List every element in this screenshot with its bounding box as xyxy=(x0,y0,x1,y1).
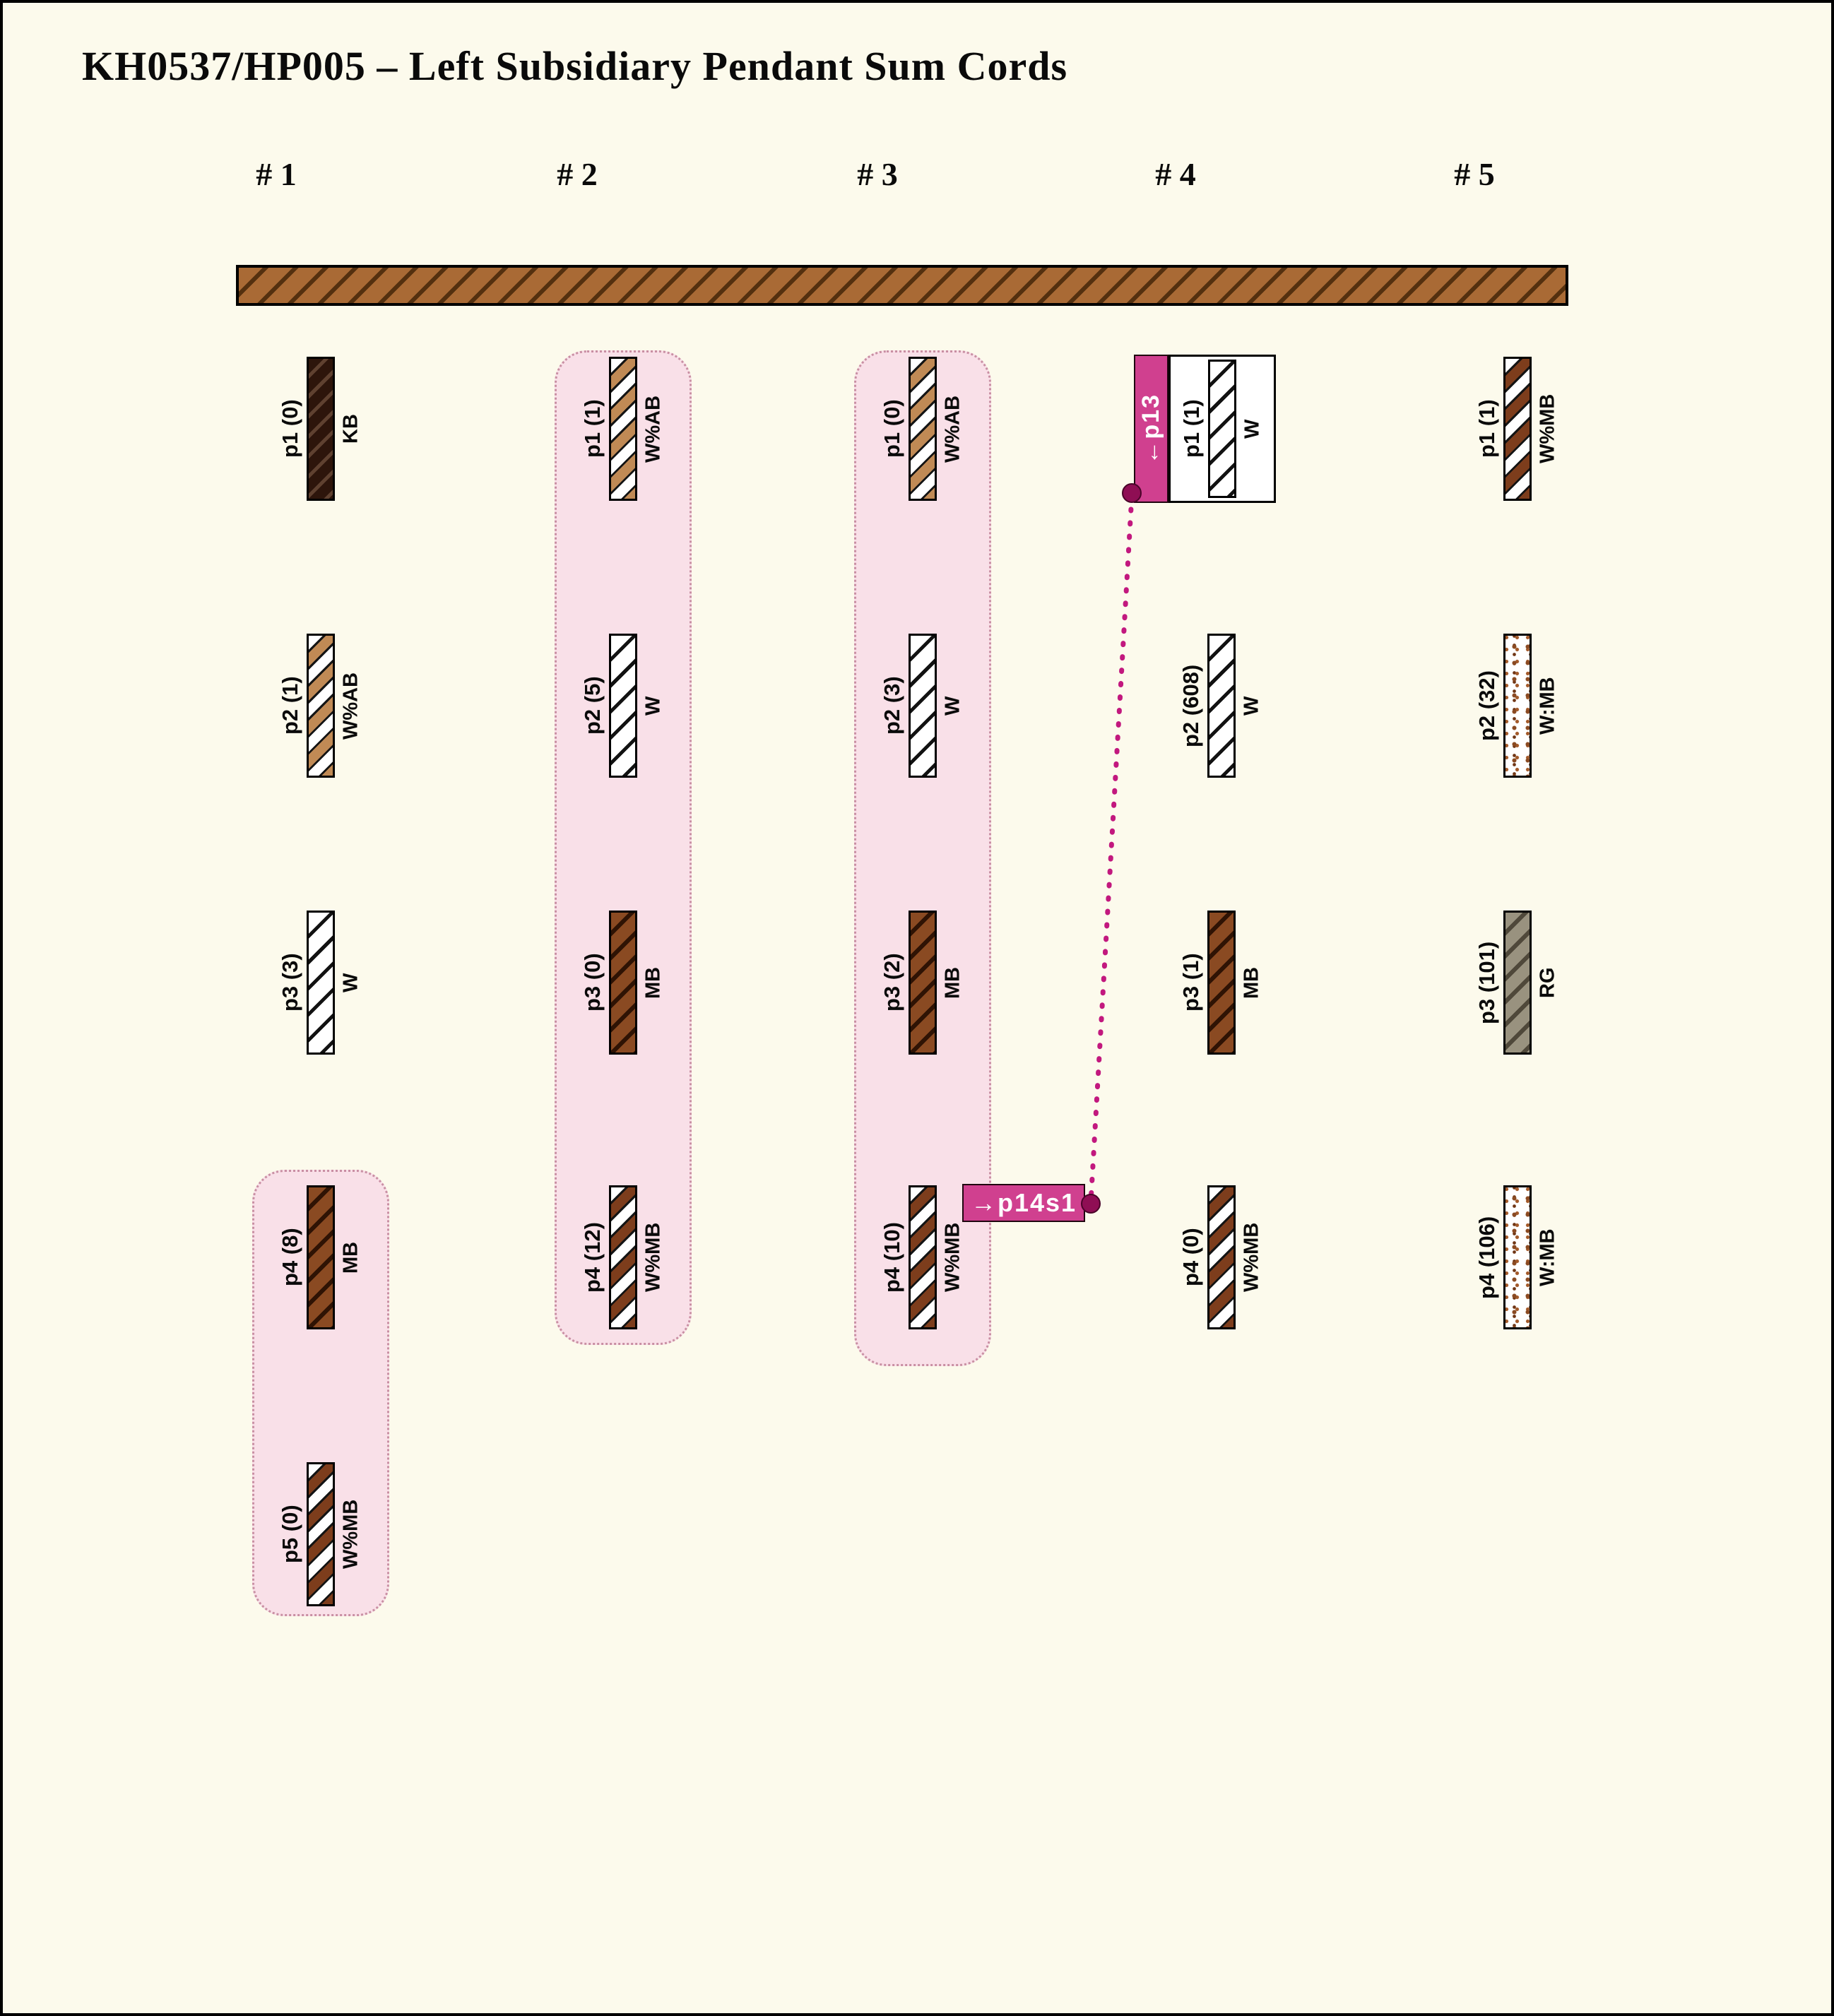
pendant-cord-bar xyxy=(307,634,335,778)
color-code-label: W:MB xyxy=(1536,1228,1559,1286)
pendant-cord-bar xyxy=(1503,634,1532,778)
pendant-cord-bar xyxy=(909,911,937,1055)
pendant-g5-p4: p4 (106) W:MB xyxy=(1471,1183,1564,1332)
pendant-cord-bar xyxy=(909,357,937,501)
pendant-g2-p4: p4 (12) W%MB xyxy=(576,1183,670,1332)
group-1-header: # 1 xyxy=(256,156,297,192)
pendant-label: p3 (1) xyxy=(1178,953,1203,1012)
color-code-label: W%AB xyxy=(339,672,362,740)
connector-dotted-line xyxy=(1088,493,1135,1205)
pendant-label: p4 (12) xyxy=(580,1222,605,1293)
pendant-cord-bar xyxy=(307,1462,335,1606)
color-code-label: W%MB xyxy=(1536,393,1559,464)
pendant-label: p5 (0) xyxy=(278,1505,302,1564)
pendant-cord-bar xyxy=(1503,911,1532,1055)
pendant-cord-bar xyxy=(909,1185,937,1329)
pendant-g5-p3: p3 (101) RG xyxy=(1471,908,1564,1057)
pendant-g3-p4: p4 (10) W%MB xyxy=(876,1183,969,1332)
pendant-g1-p4: p4 (8) MB xyxy=(274,1183,367,1332)
pendant-label: p1 (1) xyxy=(580,399,605,458)
color-code-label: MB xyxy=(1240,966,1263,999)
sum-highlight-group-2 xyxy=(555,350,692,1345)
color-code-label: W xyxy=(941,696,964,716)
pendant-label: p4 (106) xyxy=(1474,1216,1499,1299)
pendant-cord-bar xyxy=(1503,1185,1532,1329)
pendant-g3-p1: p1 (0) W%AB xyxy=(876,355,969,503)
pendant-label: p2 (5) xyxy=(580,676,605,735)
pendant-label: p2 (1) xyxy=(278,676,302,735)
pendant-g5-p2: p2 (32) W:MB xyxy=(1471,632,1564,780)
pendant-g1-p5: p5 (0) W%MB xyxy=(274,1460,367,1608)
color-code-label: W xyxy=(339,973,362,992)
pendant-label: p3 (101) xyxy=(1474,941,1499,1024)
pendant-cord-bar xyxy=(307,911,335,1055)
p14s1-annotation-tag: →p14s1 xyxy=(962,1184,1085,1222)
pendant-cord-bar xyxy=(307,357,335,501)
pendant-cord-bar xyxy=(307,1185,335,1329)
pendant-cord-bar xyxy=(609,1185,637,1329)
pendant-g2-p2: p2 (5) W xyxy=(576,632,670,780)
pendant-label: p3 (0) xyxy=(580,953,605,1012)
group-2-header: # 2 xyxy=(557,156,598,192)
pendant-g3-p3: p3 (2) MB xyxy=(876,908,969,1057)
color-code-label: MB xyxy=(941,966,964,999)
pendant-label: p1 (1) xyxy=(1474,399,1499,458)
pendant-cord-bar xyxy=(1207,634,1236,778)
p13-callout-box: p1 (1) W xyxy=(1169,355,1276,503)
main-cord-bar xyxy=(236,265,1568,306)
pendant-g4-p3: p3 (1) MB xyxy=(1175,908,1268,1057)
color-code-label: W%MB xyxy=(1240,1222,1263,1293)
group-4-header: # 4 xyxy=(1155,156,1196,192)
pendant-g1-p2: p2 (1) W%AB xyxy=(274,632,367,780)
group-3-header: # 3 xyxy=(857,156,898,192)
color-code-label: MB xyxy=(339,1241,362,1274)
pendant-cord-bar xyxy=(1207,1185,1236,1329)
color-code-label: W%AB xyxy=(941,395,964,463)
pendant-cord-bar xyxy=(609,357,637,501)
pendant-label: p1 (0) xyxy=(880,399,904,458)
pendant-cord-bar xyxy=(909,634,937,778)
pendant-g3-p2: p2 (3) W xyxy=(876,632,969,780)
p14s1-annotation-label: →p14s1 xyxy=(970,1188,1077,1217)
group-5-header: # 5 xyxy=(1454,156,1495,192)
color-code-label: KB xyxy=(339,414,362,444)
pendant-label: p2 (3) xyxy=(880,676,904,735)
color-code-label: MB xyxy=(641,966,665,999)
color-code-label: W:MB xyxy=(1536,677,1559,735)
pendant-g1-p1: p1 (0) KB xyxy=(274,355,367,503)
pendant-label: p4 (10) xyxy=(880,1222,904,1293)
color-code-label: W xyxy=(1240,696,1263,716)
p13-annotation-tag: ←p13 xyxy=(1134,355,1169,503)
pendant-cord-bar xyxy=(1207,911,1236,1055)
color-code-label: W xyxy=(641,696,665,716)
pendant-g4-p2: p2 (608) W xyxy=(1175,632,1268,780)
color-code-label: W%AB xyxy=(641,395,665,463)
pendant-cord-bar xyxy=(1208,360,1236,498)
p13-annotation-label: ←p13 xyxy=(1137,393,1164,465)
pendant-label: p3 (2) xyxy=(880,953,904,1012)
pendant-label: p4 (8) xyxy=(278,1228,302,1287)
color-code-label: RG xyxy=(1536,967,1559,998)
color-code-label: W%MB xyxy=(339,1499,362,1570)
color-code-label: W%MB xyxy=(641,1222,665,1293)
pendant-label: p4 (0) xyxy=(1178,1228,1203,1287)
pendant-label: p3 (3) xyxy=(278,953,302,1012)
pendant-cord-bar xyxy=(1503,357,1532,501)
color-code-label: W xyxy=(1241,419,1264,439)
pendant-label: p1 (0) xyxy=(278,399,302,458)
pendant-g2-p3: p3 (0) MB xyxy=(576,908,670,1057)
page-title: KH0537/HP005 – Left Subsidiary Pendant S… xyxy=(82,43,1068,89)
pendant-g4-p1: p1 (1) W xyxy=(1176,357,1269,501)
pendant-g5-p1: p1 (1) W%MB xyxy=(1471,355,1564,503)
pendant-label: p2 (608) xyxy=(1178,664,1203,747)
pendant-g1-p3: p3 (3) W xyxy=(274,908,367,1057)
pendant-cord-bar xyxy=(609,911,637,1055)
pendant-g4-p4: p4 (0) W%MB xyxy=(1175,1183,1268,1332)
pendant-label: p1 (1) xyxy=(1179,399,1204,458)
pendant-cord-bar xyxy=(609,634,637,778)
pendant-label: p2 (32) xyxy=(1474,670,1499,741)
pendant-g2-p1: p1 (1) W%AB xyxy=(576,355,670,503)
